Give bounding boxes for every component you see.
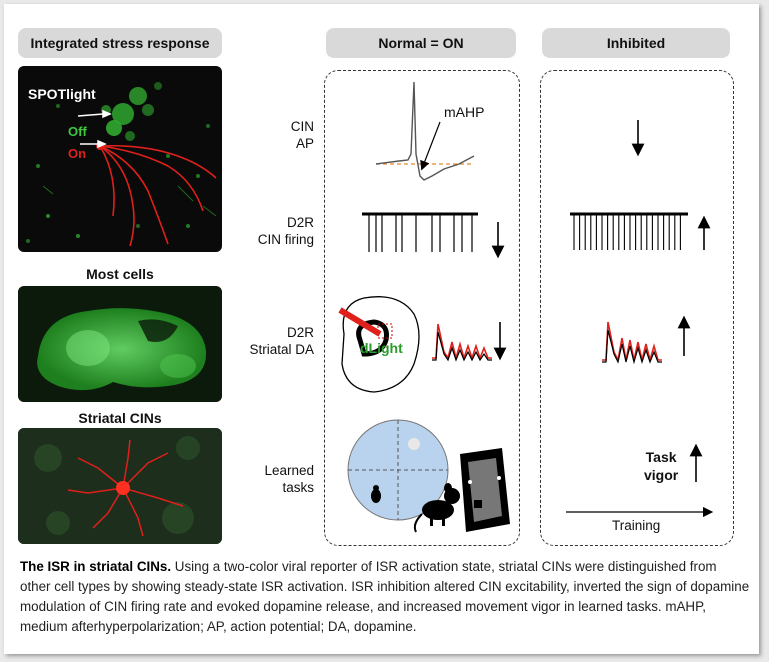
water-maze — [347, 419, 449, 521]
row-cin-ap: CIN AP — [224, 118, 314, 152]
figure-caption: The ISR in striatal CINs. Using a two-co… — [20, 557, 750, 637]
inhibited-da-trace — [602, 321, 662, 365]
rat-silhouette — [413, 483, 460, 533]
row-d2r-da-line1: D2R — [286, 325, 314, 340]
brain-photo — [18, 286, 222, 402]
row-d2r-da-line2: Striatal DA — [249, 342, 314, 357]
normal-panel — [324, 70, 520, 546]
header-isr: Integrated stress response — [18, 28, 222, 58]
row-d2r-firing-line1: D2R — [286, 215, 314, 230]
header-inhibited: Inhibited — [542, 28, 730, 58]
training-label: Training — [612, 518, 661, 533]
operant-box — [460, 448, 510, 532]
header-normal-label: Normal = ON — [378, 35, 464, 51]
row-cin-ap-line1: CIN — [290, 119, 314, 134]
normal-firing-trace — [362, 212, 478, 252]
normal-da-trace — [432, 323, 492, 362]
header-normal: Normal = ON — [326, 28, 516, 58]
cin-photo — [18, 428, 222, 544]
action-potential-trace — [375, 81, 475, 181]
header-isr-label: Integrated stress response — [30, 35, 210, 51]
caption-title: The ISR in striatal CINs. — [20, 559, 172, 574]
mahp-label: mAHP — [444, 104, 485, 120]
on-label: On — [68, 146, 87, 161]
cin-image — [18, 428, 222, 544]
figure-frame: Integrated stress response Normal = ON I… — [4, 4, 759, 654]
off-label: Off — [68, 124, 87, 139]
striatum-diagram — [338, 296, 420, 393]
row-cin-ap-line2: AP — [295, 136, 314, 151]
spotlight-label: SPOTlight — [28, 86, 96, 102]
inhibited-panel — [540, 70, 734, 546]
vigor-label: vigor — [644, 467, 679, 483]
dlight-label: dLight — [360, 340, 403, 356]
spotlight-photo: SPOTlight Off On — [18, 66, 222, 252]
striatal-cins-label: Striatal CINs — [78, 410, 162, 426]
spotlight-image — [26, 82, 217, 247]
row-d2r-da: D2R Striatal DA — [224, 324, 314, 358]
row-learned: Learned tasks — [224, 462, 314, 496]
most-cells-label: Most cells — [86, 266, 154, 282]
caption-body: Using a two-color viral reporter of ISR … — [20, 559, 750, 634]
header-inhibited-label: Inhibited — [606, 35, 666, 51]
brain-image — [37, 308, 207, 391]
inhibited-firing-trace — [570, 212, 688, 250]
task-label: Task — [645, 449, 677, 465]
row-d2r-firing-line2: CIN firing — [257, 232, 314, 247]
row-d2r-firing: D2R CIN firing — [224, 214, 314, 248]
task-vigor-label: Task vigor — [644, 448, 678, 484]
row-learned-line1: Learned — [264, 463, 314, 478]
diagram-drawing — [338, 81, 714, 533]
row-learned-line2: tasks — [282, 480, 314, 495]
